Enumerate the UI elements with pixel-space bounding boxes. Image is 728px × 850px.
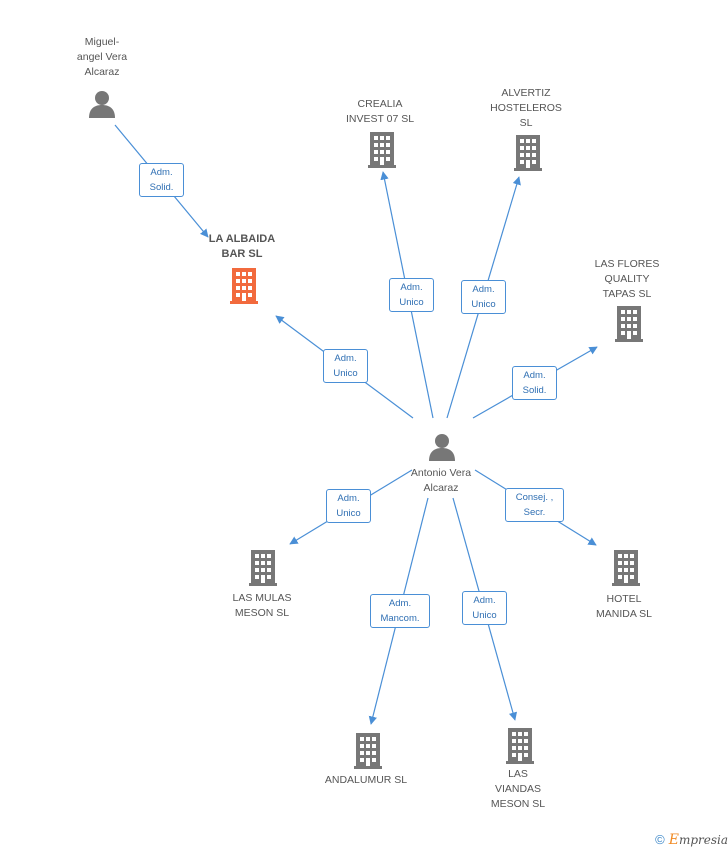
building-icon[interactable] bbox=[612, 550, 640, 586]
brand-logo: Empresia bbox=[668, 832, 728, 848]
person-icon[interactable] bbox=[429, 434, 455, 461]
brand-watermark: ©Empresia bbox=[655, 832, 728, 848]
building-icon[interactable] bbox=[230, 268, 258, 304]
building-icon[interactable] bbox=[506, 728, 534, 764]
building-icon[interactable] bbox=[615, 306, 643, 342]
person-icon[interactable] bbox=[89, 91, 115, 118]
edge-label-antonio-alvertiz: Adm. Unico bbox=[461, 280, 506, 314]
node-label-miguel[interactable]: Miguel- angel Vera Alcaraz bbox=[76, 36, 128, 78]
edge-label-antonio-viandas: Adm. Unico bbox=[462, 591, 507, 625]
edge-label-miguel-albaida: Adm. Solid. bbox=[139, 163, 184, 197]
edge-label-antonio-albaida: Adm. Unico bbox=[323, 349, 368, 383]
edge-label-antonio-crealia: Adm. Unico bbox=[389, 278, 434, 312]
edge-label-antonio-andalumur: Adm. Mancom. bbox=[370, 594, 430, 628]
node-label-antonio[interactable]: Antonio Vera Alcaraz bbox=[410, 467, 472, 494]
building-icon[interactable] bbox=[354, 733, 382, 769]
node-label-las-mulas[interactable]: LAS MULAS MESON SL bbox=[232, 592, 292, 619]
node-label-andalumur[interactable]: ANDALUMUR SL bbox=[324, 774, 408, 786]
edge-label-antonio-flores: Adm. Solid. bbox=[512, 366, 557, 400]
building-icon[interactable] bbox=[514, 135, 542, 171]
building-icon[interactable] bbox=[249, 550, 277, 586]
node-label-alvertiz[interactable]: ALVERTIZ HOSTELEROS SL bbox=[490, 87, 562, 129]
building-icon[interactable] bbox=[368, 132, 396, 168]
copyright-icon: © bbox=[655, 832, 665, 847]
node-label-las-flores[interactable]: LAS FLORES QUALITY TAPAS SL bbox=[594, 258, 660, 300]
node-label-crealia[interactable]: CREALIA INVEST 07 SL bbox=[345, 98, 415, 125]
edge-label-antonio-hotel: Consej. , Secr. bbox=[505, 488, 564, 522]
edge-label-antonio-mulas: Adm. Unico bbox=[326, 489, 371, 523]
node-label-la-albaida[interactable]: LA ALBAIDA BAR SL bbox=[208, 233, 276, 260]
node-label-hotel-manida[interactable]: HOTEL MANIDA SL bbox=[595, 593, 653, 620]
node-label-las-viandas[interactable]: LAS VIANDAS MESON SL bbox=[490, 768, 546, 810]
